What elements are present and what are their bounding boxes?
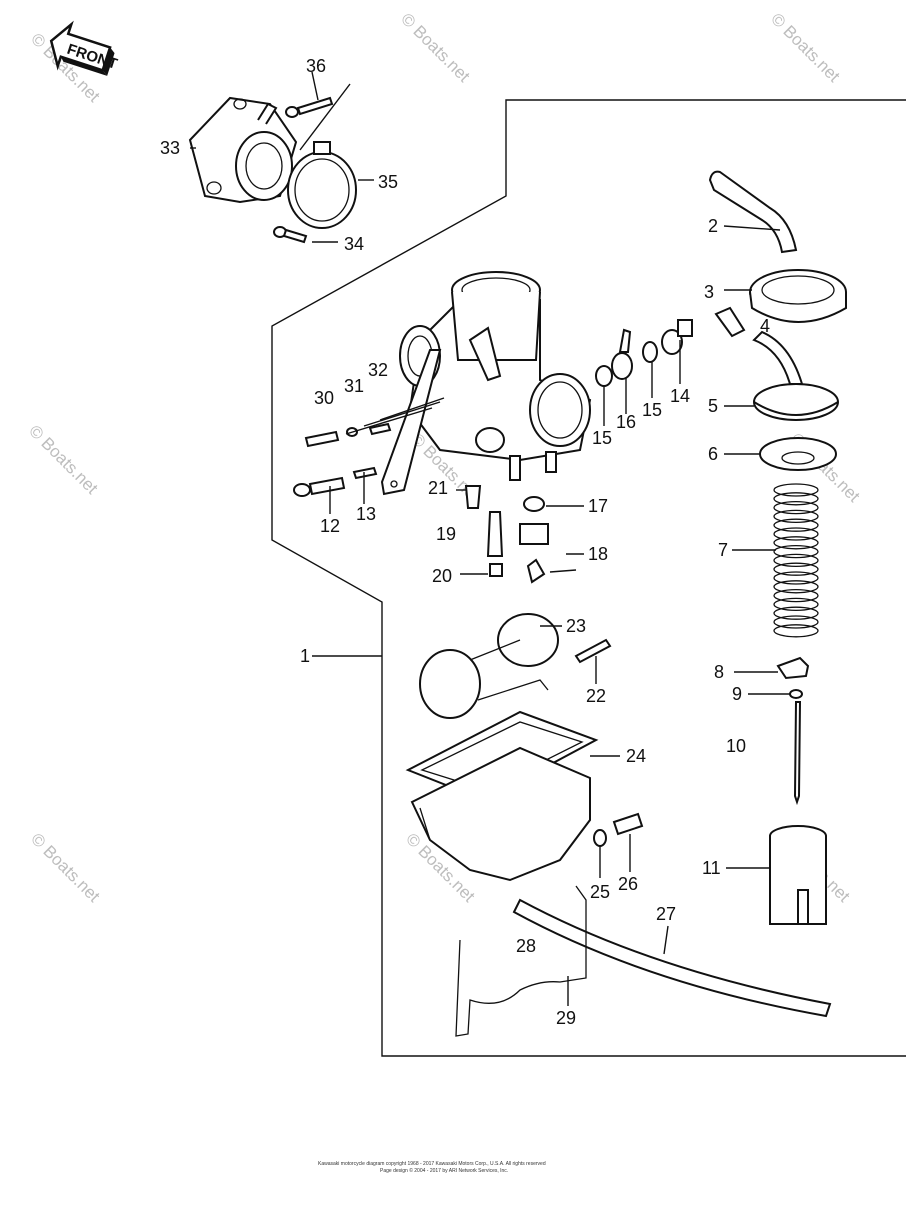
watermark: © Boats.net bbox=[25, 421, 102, 498]
spring-coil bbox=[773, 527, 819, 541]
part-callout: 34 bbox=[344, 234, 364, 254]
top-cover bbox=[752, 330, 839, 421]
hose-clip bbox=[455, 885, 587, 1037]
float-bowl bbox=[410, 746, 591, 882]
spring-coil bbox=[773, 483, 819, 497]
cap-ring bbox=[749, 269, 847, 323]
part-callout: 16 bbox=[616, 412, 636, 432]
part-callout: 20 bbox=[432, 566, 452, 586]
spring-coil bbox=[773, 544, 819, 559]
gasket bbox=[759, 437, 837, 471]
part-callout: 36 bbox=[306, 56, 326, 76]
part-callout: 35 bbox=[378, 172, 398, 192]
float-pin bbox=[574, 638, 612, 664]
manifold-part bbox=[188, 96, 298, 204]
spring-coil bbox=[773, 553, 819, 568]
spring-coil bbox=[773, 597, 819, 612]
part-callout: 15 bbox=[592, 428, 612, 448]
part-callout: 25 bbox=[590, 882, 610, 902]
clamp-part bbox=[287, 141, 357, 229]
spring-coil bbox=[773, 536, 819, 550]
part-callout: 23 bbox=[566, 616, 586, 636]
callout-text-layer: 1234567891011121314151516171819202122232… bbox=[160, 56, 770, 1028]
carburetor-body bbox=[380, 271, 592, 496]
part-callout: 32 bbox=[368, 360, 388, 380]
part-callout: 3 bbox=[704, 282, 714, 302]
part-callout: 4 bbox=[760, 316, 770, 336]
part-callout: 28 bbox=[516, 936, 536, 956]
spring-coil bbox=[773, 500, 819, 515]
part-callout: 26 bbox=[618, 874, 638, 894]
spring-coil bbox=[773, 562, 819, 576]
part-callout: 15 bbox=[642, 400, 662, 420]
part-callout: 24 bbox=[626, 746, 646, 766]
watermark: © Boats.net bbox=[397, 9, 474, 86]
spring-coil bbox=[773, 580, 819, 594]
part-callout: 19 bbox=[436, 524, 456, 544]
part-callout: 27 bbox=[656, 904, 676, 924]
footer-copyright-line1: Kawasaki motorcycle diagram copyright 19… bbox=[318, 1161, 546, 1167]
elbow-tube bbox=[708, 170, 798, 254]
spring-coil bbox=[773, 571, 819, 585]
fuel-fitting-parts bbox=[595, 319, 693, 387]
part-callout: 11 bbox=[702, 858, 721, 878]
assembly-boundary bbox=[271, 99, 906, 1057]
spring-coil bbox=[773, 518, 819, 532]
part-callout: 8 bbox=[714, 662, 724, 682]
part-callout: 29 bbox=[556, 1008, 576, 1028]
part-callout: 12 bbox=[320, 516, 340, 536]
throttle-spring bbox=[773, 483, 819, 638]
watermark: © Boats.net bbox=[767, 9, 844, 86]
idle-screw-parts bbox=[293, 422, 392, 497]
part-callout: 17 bbox=[588, 496, 608, 516]
needle-clip bbox=[789, 689, 803, 699]
part-callout: 6 bbox=[708, 444, 718, 464]
screw-part bbox=[285, 96, 334, 118]
part-callout: 9 bbox=[732, 684, 742, 704]
callout-labels bbox=[190, 71, 790, 1006]
footer-copyright-line2: Page design © 2004 - 2017 by ARI Network… bbox=[380, 1167, 508, 1174]
part-callout: 2 bbox=[708, 216, 718, 236]
drain-hose bbox=[512, 898, 832, 1018]
part-callout: 13 bbox=[356, 504, 376, 524]
spring-coil bbox=[773, 624, 819, 638]
part-callout: 22 bbox=[586, 686, 606, 706]
drain-washer bbox=[593, 829, 607, 847]
part-callout: 31 bbox=[344, 376, 364, 396]
part-callout: 14 bbox=[670, 386, 690, 406]
part-callout: 5 bbox=[708, 396, 718, 416]
spring-coil bbox=[773, 606, 819, 620]
part-callout: 30 bbox=[314, 388, 334, 408]
part-callout: 33 bbox=[160, 138, 180, 158]
part-callout: 1 bbox=[300, 646, 310, 666]
part-callout: 7 bbox=[718, 540, 728, 560]
watermark: © Boats.net bbox=[27, 829, 104, 906]
part-callout: 21 bbox=[428, 478, 448, 498]
spring-coil bbox=[773, 492, 819, 506]
needle-clip-plate bbox=[776, 656, 810, 680]
part-callout: 10 bbox=[726, 736, 746, 756]
float-assembly bbox=[419, 613, 559, 719]
drain-screw bbox=[612, 812, 644, 836]
part-callout: 18 bbox=[588, 544, 608, 564]
throttle-valve bbox=[769, 825, 827, 925]
adjuster-cap bbox=[714, 306, 746, 338]
jet-needle bbox=[793, 701, 802, 806]
jet-parts bbox=[464, 485, 549, 584]
screw-part bbox=[273, 226, 308, 244]
spring-coil bbox=[773, 588, 819, 603]
spring-coil bbox=[773, 509, 819, 524]
spring-coil bbox=[773, 615, 819, 629]
